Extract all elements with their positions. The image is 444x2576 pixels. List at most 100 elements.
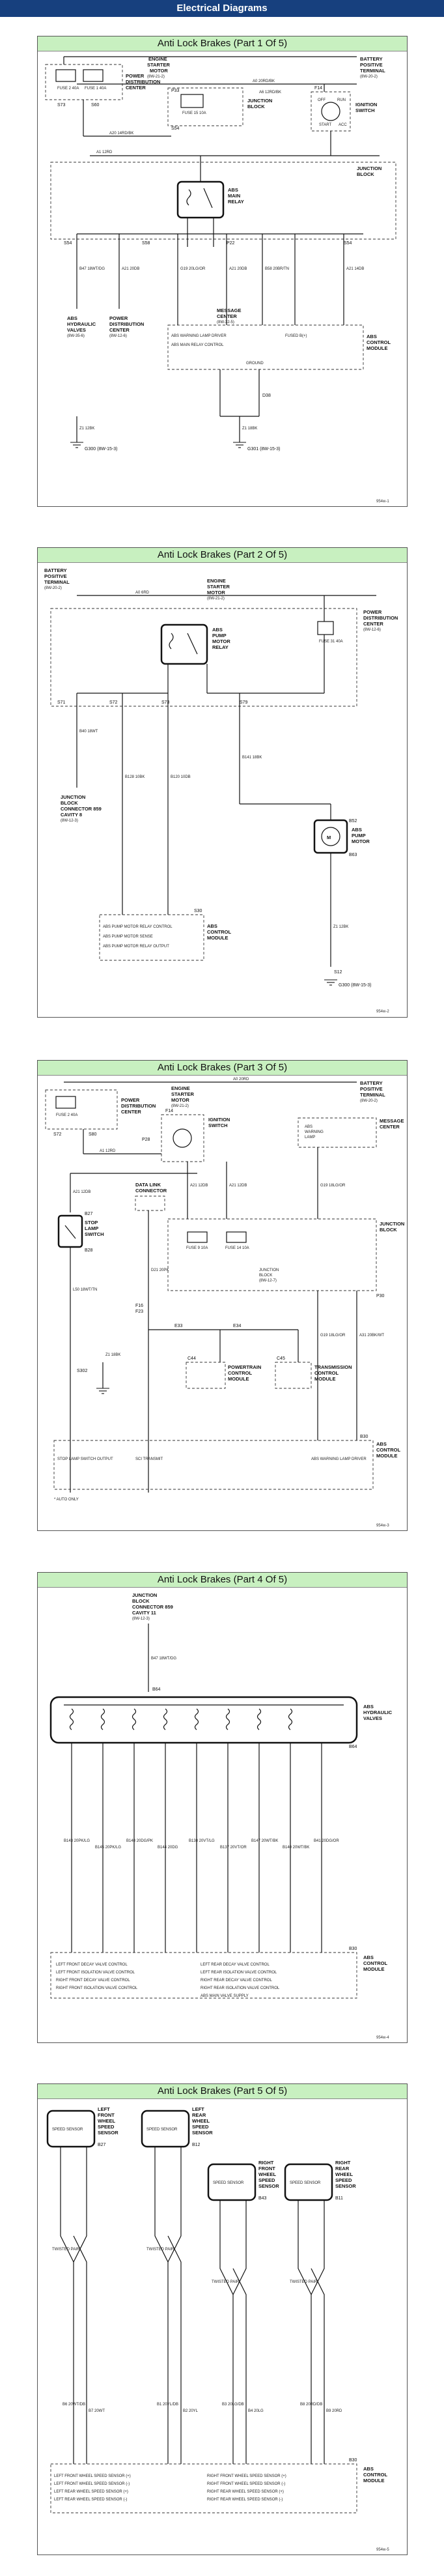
svg-text:P28: P28 xyxy=(142,1138,150,1142)
svg-text:(8W-12-3): (8W-12-3) xyxy=(61,819,78,823)
svg-text:CONTROL: CONTROL xyxy=(367,339,391,345)
svg-text:SPEED SENSOR: SPEED SENSOR xyxy=(52,2128,83,2132)
svg-text:(8W-21-2): (8W-21-2) xyxy=(147,75,165,79)
svg-text:(8W-35-6): (8W-35-6) xyxy=(67,334,85,338)
svg-text:B52: B52 xyxy=(349,819,357,823)
svg-text:954w-2: 954w-2 xyxy=(376,1010,389,1014)
svg-text:B4 20LG: B4 20LG xyxy=(248,2409,264,2413)
svg-text:A1 12RD: A1 12RD xyxy=(100,1149,116,1153)
abs-hydraulic-valves: ABS HYDRAULIC VALVES xyxy=(49,1696,393,1744)
wiring-diagram-1: ENGINE STARTER MOTOR (8W-21-2) BATTERY P… xyxy=(45,56,396,504)
abs-control-module: LEFT FRONT WHEEL SPEED SENSOR (+) LEFT F… xyxy=(50,2458,387,2513)
svg-text:STOP LAMP SWITCH OUTPUT: STOP LAMP SWITCH OUTPUT xyxy=(57,1457,113,1461)
svg-text:LEFT: LEFT xyxy=(192,2106,204,2112)
svg-text:G19 20LG/OR: G19 20LG/OR xyxy=(180,267,206,271)
svg-text:CENTER: CENTER xyxy=(109,327,130,333)
diagram-sheet-1: Anti Lock Brakes (Part 1 Of 5) ENGINE ST… xyxy=(37,36,408,507)
diagram-sheet-5: Anti Lock Brakes (Part 5 Of 5) SPEED SEN… xyxy=(37,2083,408,2555)
svg-text:B47 18WT/DG: B47 18WT/DG xyxy=(79,267,105,271)
svg-text:SPEED SENSOR: SPEED SENSOR xyxy=(290,2181,321,2185)
svg-text:ABS: ABS xyxy=(352,827,362,833)
svg-text:FRONT: FRONT xyxy=(258,2166,275,2171)
svg-text:B27: B27 xyxy=(98,2143,106,2147)
svg-text:RIGHT REAR WHEEL SPEED SENSOR: RIGHT REAR WHEEL SPEED SENSOR (-) xyxy=(207,2498,283,2502)
svg-text:POWER: POWER xyxy=(363,609,382,615)
svg-text:ABS: ABS xyxy=(363,1704,374,1710)
svg-text:MODULE: MODULE xyxy=(363,2478,385,2483)
svg-text:B120 10DB: B120 10DB xyxy=(171,775,191,779)
svg-text:S79: S79 xyxy=(240,700,248,705)
svg-text:ABS: ABS xyxy=(363,2466,374,2472)
svg-text:G19 18LG/OR: G19 18LG/OR xyxy=(320,1184,346,1188)
svg-text:CONTROL: CONTROL xyxy=(228,1370,252,1376)
svg-text:CONTROL: CONTROL xyxy=(376,1447,400,1453)
junction-block: FUSE 9 10A FUSE 14 10A JUNCTION BLOCK JU… xyxy=(167,1218,404,1291)
svg-text:FUSE 14 10A: FUSE 14 10A xyxy=(225,1246,249,1250)
svg-text:SPEED: SPEED xyxy=(258,2177,275,2183)
svg-text:BLOCK: BLOCK xyxy=(247,104,265,109)
svg-text:CENTER: CENTER xyxy=(380,1124,400,1130)
svg-text:TRANSMISSION: TRANSMISSION xyxy=(314,1364,352,1370)
svg-text:A1 12RD: A1 12RD xyxy=(96,150,113,154)
svg-text:(8W-21-2): (8W-21-2) xyxy=(207,597,225,601)
svg-text:MESSAGE: MESSAGE xyxy=(217,308,242,313)
svg-text:CONNECTOR: CONNECTOR xyxy=(135,1188,167,1194)
page-header: Electrical Diagrams xyxy=(0,0,444,17)
svg-text:S302: S302 xyxy=(77,1369,87,1373)
svg-text:F14: F14 xyxy=(165,1109,173,1113)
svg-text:F14: F14 xyxy=(314,86,322,91)
svg-text:MOTOR: MOTOR xyxy=(171,1097,189,1103)
svg-text:D21 20PK: D21 20PK xyxy=(151,1268,169,1272)
sensor-wire-labels: B6 20WT/DB B7 20WT B1 20YL/DB B2 20YL B3… xyxy=(62,2403,342,2413)
valve-wire-labels: B143 20PK/LG B145 20PK/LG B148 20DG/PK B… xyxy=(64,1839,339,1850)
abs-hydraulic-valves-ref: ABS HYDRAULIC VALVES (8W-35-6) xyxy=(67,315,96,338)
svg-text:SENSOR: SENSOR xyxy=(192,2130,213,2136)
battery-positive-terminal: BATTERY POSITIVE TERMINAL (8W-20-2) xyxy=(360,56,385,79)
svg-text:LAMP: LAMP xyxy=(305,1136,315,1139)
svg-text:ABS: ABS xyxy=(363,1954,374,1960)
svg-text:S71: S71 xyxy=(57,700,66,705)
svg-text:DISTRIBUTION: DISTRIBUTION xyxy=(121,1103,156,1109)
svg-text:S54: S54 xyxy=(171,126,180,131)
svg-text:SPEED: SPEED xyxy=(192,2124,209,2130)
svg-text:RELAY: RELAY xyxy=(228,199,244,205)
svg-text:TERMINAL: TERMINAL xyxy=(360,68,385,74)
svg-text:954w-1: 954w-1 xyxy=(376,500,389,504)
ground-g302: S302 xyxy=(77,1369,109,1394)
svg-text:RIGHT FRONT DECAY VALVE CONTRO: RIGHT FRONT DECAY VALVE CONTROL xyxy=(56,1979,130,1982)
svg-text:RIGHT: RIGHT xyxy=(258,2160,274,2166)
svg-text:B63: B63 xyxy=(349,853,357,857)
abs-control-module: LEFT FRONT DECAY VALVE CONTROL LEFT FRON… xyxy=(50,1947,387,1999)
svg-text:MODULE: MODULE xyxy=(228,1376,249,1382)
svg-text:FUSE 1 40A: FUSE 1 40A xyxy=(85,87,106,91)
svg-text:POSITIVE: POSITIVE xyxy=(360,1086,383,1092)
svg-text:SPEED: SPEED xyxy=(98,2124,115,2130)
svg-text:POWER: POWER xyxy=(121,1097,140,1103)
svg-text:RIGHT FRONT WHEEL SPEED SENSOR: RIGHT FRONT WHEEL SPEED SENSOR (-) xyxy=(207,2482,285,2486)
svg-text:F23: F23 xyxy=(135,1309,143,1314)
svg-text:CENTER: CENTER xyxy=(363,621,383,627)
svg-text:TERMINAL: TERMINAL xyxy=(360,1092,385,1098)
svg-text:B28: B28 xyxy=(85,1248,93,1253)
svg-text:B7 20WT: B7 20WT xyxy=(89,2409,105,2413)
svg-text:S73: S73 xyxy=(57,103,66,107)
ignition-switch: IGNITION SWITCH F14 P28 xyxy=(142,1109,230,1162)
svg-text:BATTERY: BATTERY xyxy=(44,567,67,573)
svg-text:G301 (8W-15-3): G301 (8W-15-3) xyxy=(247,447,280,451)
right-front-wheel-speed-sensor: SPEED SENSOR RIGHT FRONT WHEEL SPEED SEN… xyxy=(207,2160,279,2201)
svg-text:A21 14DB: A21 14DB xyxy=(346,267,364,271)
transmission-control-module: TRANSMISSION CONTROL MODULE C45 xyxy=(275,1356,352,1389)
svg-text:B140 20WT/BK: B140 20WT/BK xyxy=(283,1846,309,1850)
svg-text:SWITCH: SWITCH xyxy=(208,1123,228,1128)
svg-text:S30: S30 xyxy=(194,909,202,913)
abs-control-module: ABS PUMP MOTOR RELAY CONTROL ABS PUMP MO… xyxy=(99,909,231,961)
svg-text:B27: B27 xyxy=(85,1212,93,1216)
svg-text:POSITIVE: POSITIVE xyxy=(360,62,383,68)
svg-text:BLOCK: BLOCK xyxy=(259,1274,272,1278)
svg-text:SENSOR: SENSOR xyxy=(335,2183,356,2189)
svg-text:B8 20RD/DB: B8 20RD/DB xyxy=(300,2403,322,2407)
svg-text:G300 (8W-15-3): G300 (8W-15-3) xyxy=(339,983,371,988)
svg-text:Z1 12BK: Z1 12BK xyxy=(79,427,94,431)
svg-text:A21 12DB: A21 12DB xyxy=(73,1190,90,1194)
svg-text:ABS WARNING LAMP DRIVER: ABS WARNING LAMP DRIVER xyxy=(311,1457,367,1461)
